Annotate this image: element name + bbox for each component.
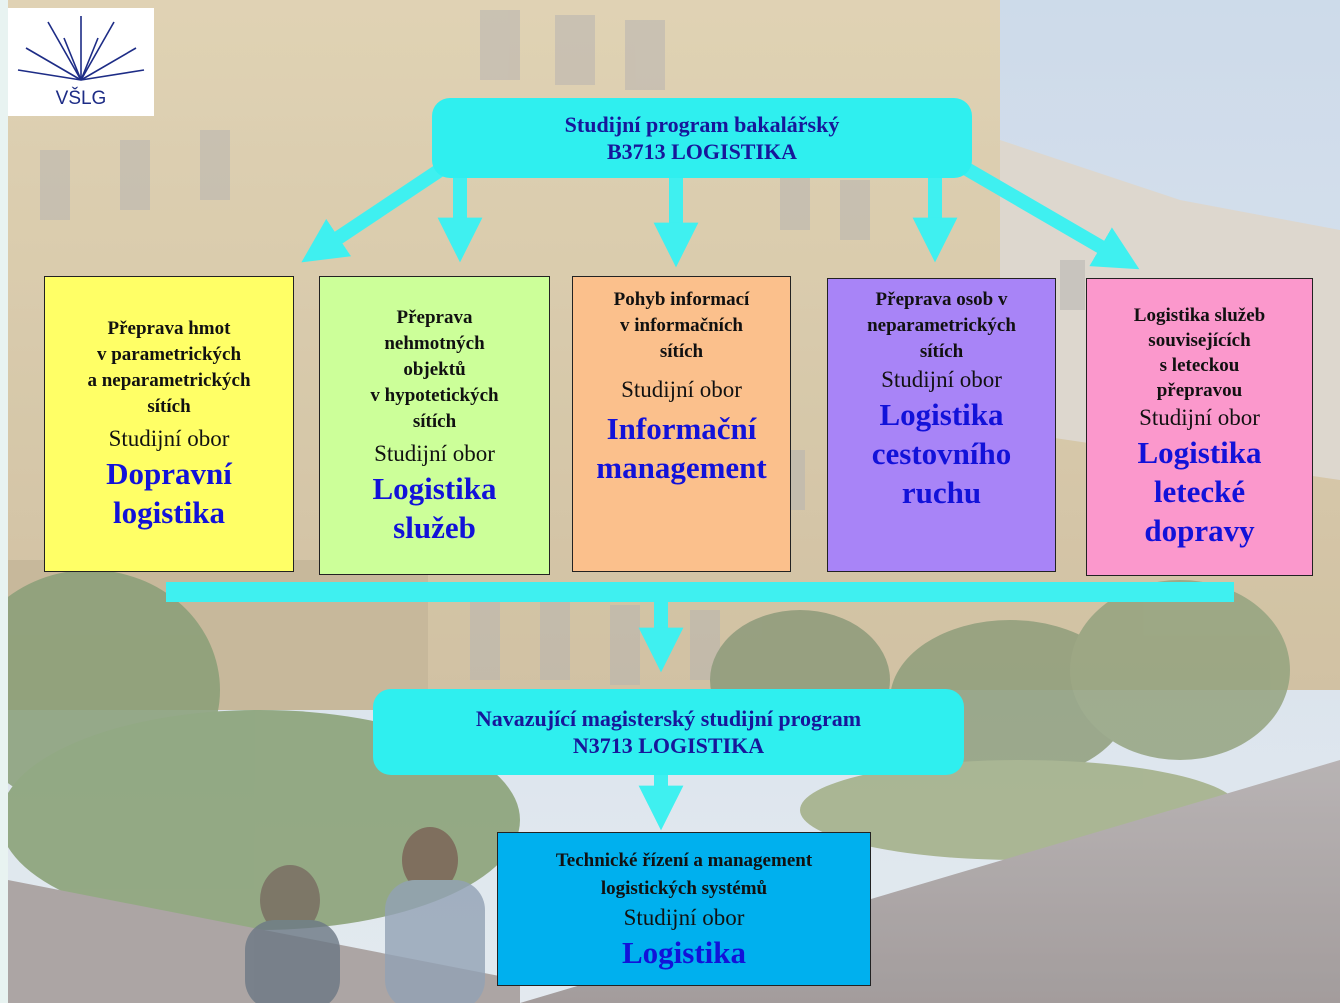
field-label: Studijní obor	[1139, 404, 1260, 430]
field-name: Logistika cestovního ruchu	[871, 397, 1012, 510]
field-name: Logistika letecké dopravy	[1137, 434, 1262, 548]
field-box-logistika-sluzeb: Přeprava nehmotných objektů v hypotetick…	[319, 276, 550, 575]
vslg-star-icon	[17, 16, 145, 112]
vslg-logo: VŠLG	[8, 8, 154, 116]
master-program-title: Navazující magisterský studijní program	[475, 706, 862, 731]
bachelor-program-pill: Studijní program bakalářský B3713 LOGIST…	[432, 98, 972, 178]
master-program-code: N3713 LOGISTIKA	[572, 733, 765, 758]
field-subtitle: Logistika služeb souvisejících s letecko…	[1133, 304, 1266, 401]
field-name: Logistika	[621, 934, 747, 970]
logo-text: VŠLG	[55, 88, 107, 109]
field-label: Studijní obor	[623, 904, 745, 930]
field-subtitle: Pohyb informací v informačních sítích	[613, 289, 750, 362]
field-name: Logistika služeb	[372, 470, 497, 545]
field-label: Studijní obor	[621, 377, 742, 402]
field-name: Informační management	[596, 411, 767, 485]
field-subtitle: Přeprava hmot v parametrických a neparam…	[87, 318, 251, 417]
field-box-logistika-letecke-dopravy: Logistika služeb souvisejících s letecko…	[1086, 278, 1313, 576]
field-box-dopravni-logistika: Přeprava hmot v parametrických a neparam…	[44, 276, 294, 572]
field-box-logistika-master: Technické řízení a management logistický…	[497, 832, 871, 986]
bachelor-program-title: Studijní program bakalářský	[564, 112, 840, 137]
field-label: Studijní obor	[108, 426, 230, 451]
field-subtitle: Technické řízení a management logistický…	[555, 849, 813, 899]
bachelor-program-code: B3713 LOGISTIKA	[606, 139, 798, 164]
field-subtitle: Přeprava osob v neparametrických sítích	[867, 289, 1016, 362]
field-box-informacni-management: Pohyb informací v informačních sítích St…	[572, 276, 791, 572]
field-name: Dopravní logistika	[106, 456, 232, 530]
field-box-logistika-cestovniho-ruchu: Přeprava osob v neparametrických sítích …	[827, 278, 1056, 572]
field-label: Studijní obor	[881, 367, 1002, 392]
master-program-pill: Navazující magisterský studijní program …	[373, 689, 964, 775]
field-label: Studijní obor	[374, 440, 495, 466]
field-subtitle: Přeprava nehmotných objektů v hypotetick…	[370, 306, 499, 432]
